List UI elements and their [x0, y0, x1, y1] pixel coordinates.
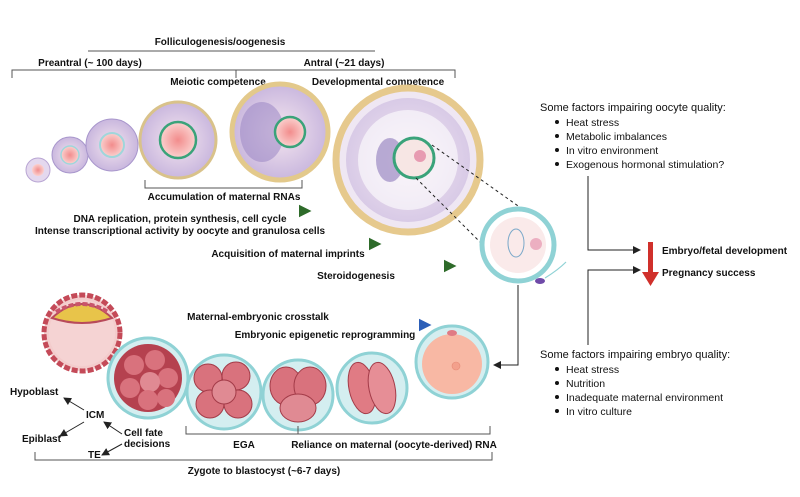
dna-label-2: Intense transcriptional activity by oocy…	[35, 226, 326, 237]
reprogramming-label: Embryonic epigenetic reprogramming	[235, 330, 416, 341]
embryo-factor-item: In vitro culture	[566, 406, 632, 418]
morula	[106, 336, 190, 420]
oocyte-factor-item: Heat stress	[566, 117, 619, 129]
folliculogenesis-label: Folliculogenesis/oogenesis	[155, 37, 286, 48]
embryo-factors-title: Some factors impairing embryo quality:	[540, 349, 730, 361]
zygote-blastocyst-label: Zygote to blastocyst (~6-7 days)	[188, 466, 341, 477]
development-label: Embryo/fetal development	[662, 246, 788, 257]
antral-follicle	[332, 84, 484, 236]
reliance-bracket	[297, 426, 491, 435]
crosstalk-label: Maternal-embryonic crosstalk	[187, 312, 329, 323]
cell-fate-label-1: Cell fate	[124, 428, 163, 439]
steroidogenesis-label: Steroidogenesis	[317, 271, 395, 282]
antral-bracket	[235, 69, 456, 78]
secondary-follicle	[85, 118, 139, 172]
embryo-factor-item: Inadequate maternal environment	[566, 392, 723, 404]
blastocyst	[41, 292, 123, 374]
te-label: TE	[88, 450, 101, 461]
antral-label: Antral (~21 days)	[304, 58, 385, 69]
primordial-follicle	[25, 157, 51, 183]
embryo-factor-item: Heat stress	[566, 364, 619, 376]
preantral-label: Preantral (~ 100 days)	[38, 58, 142, 69]
oocyte-factors-title: Some factors impairing oocyte quality:	[540, 102, 726, 114]
ega-label: EGA	[233, 440, 255, 451]
oocyte-factor-item: Metabolic imbalances	[566, 131, 667, 143]
sixteen-cell-embryo	[185, 353, 263, 431]
embryo-factors-list: Heat stress Nutrition Inadequate materna…	[555, 364, 723, 418]
oocyte-factor-item: In vitro environment	[566, 145, 658, 157]
cell-fate-label-2: decisions	[124, 439, 171, 450]
dna-label-1: DNA replication, protein synthesis, cell…	[73, 214, 286, 225]
pregnancy-label: Pregnancy success	[662, 268, 756, 279]
early-antral-follicle	[229, 81, 331, 183]
two-cell-embryo	[335, 351, 409, 425]
meiotic-label: Meiotic competence	[170, 77, 266, 88]
epiblast-label: Epiblast	[22, 434, 62, 445]
mature-oocyte	[479, 206, 567, 284]
oocyte-to-outcome-arrow	[587, 176, 641, 254]
maternal-rna-label: Accumulation of maternal RNAs	[148, 192, 301, 203]
lineage-arrows	[59, 397, 123, 456]
zygote-blastocyst-bracket	[34, 452, 493, 461]
oocyte-to-zygote-arrow	[493, 285, 519, 369]
embryo-factor-item: Nutrition	[566, 378, 605, 390]
developmental-label: Developmental competence	[312, 77, 445, 88]
maternal-rna-bracket	[144, 180, 303, 189]
embryo-to-outcome-arrow	[587, 266, 641, 345]
reliance-label: Reliance on maternal (oocyte-derived) RN…	[291, 440, 497, 451]
primary-follicle	[51, 136, 89, 174]
eight-cell-embryo	[261, 358, 335, 432]
outcome-red-arrow	[642, 242, 659, 286]
preantral-follicle	[138, 100, 218, 180]
oocyte-factors-list: Heat stress Metabolic imbalances In vitr…	[555, 117, 724, 171]
icm-label: ICM	[86, 410, 104, 421]
zygote	[414, 324, 490, 400]
oocyte-factor-item: Exogenous hormonal stimulation?	[566, 159, 724, 171]
imprints-label: Acquisition of maternal imprints	[211, 249, 365, 260]
hypoblast-label: Hypoblast	[10, 387, 59, 398]
